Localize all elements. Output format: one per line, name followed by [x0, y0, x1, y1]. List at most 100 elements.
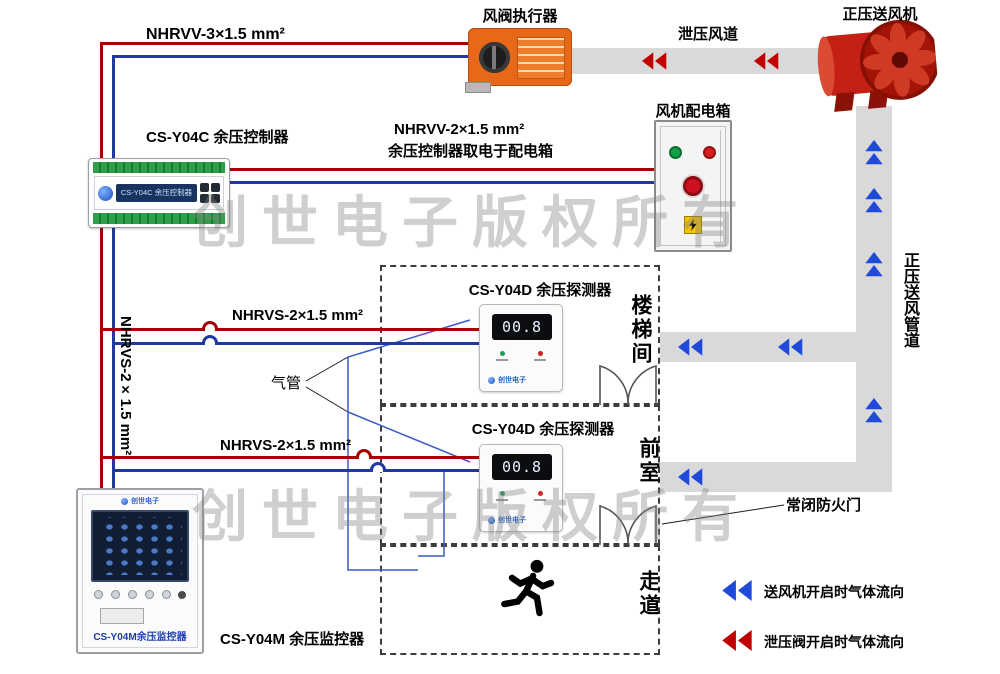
- legend-supply-arrow: [722, 580, 754, 601]
- wire-jump: [370, 462, 386, 472]
- brand-logo: 创世电子: [488, 375, 526, 385]
- pressure-detector-stairwell: 00.8 创世电子: [479, 304, 563, 392]
- legend-relief-arrow: [722, 630, 754, 651]
- supply-flow-arrow-left: [778, 338, 804, 356]
- pressure-controller-cs-y04c: CS-Y04C 余压控制器: [88, 158, 230, 228]
- wire-red-actuator-v: [100, 42, 103, 158]
- detector-leds: [496, 351, 546, 361]
- supply-duct-label: 正压送风管道: [901, 252, 918, 348]
- controller-faceplate: CS-Y04C 余压控制器: [94, 176, 224, 210]
- monitor-key-matrix: [98, 517, 182, 575]
- monitor-slot: [100, 608, 144, 624]
- indicator-green: [669, 146, 682, 159]
- legend-supply-text: 送风机开启时气体流向: [764, 584, 904, 600]
- door-symbol-frontroom: [599, 504, 657, 546]
- monitor-buttons: [94, 590, 171, 599]
- room-label-corridor: 走道: [637, 570, 660, 618]
- warning-sticker: [684, 216, 702, 234]
- actuator-knob-icon: [479, 42, 510, 73]
- emergency-stop-button: [683, 176, 703, 196]
- detector-display: 00.8: [492, 454, 552, 480]
- relief-flow-arrow: [642, 52, 668, 70]
- power-box-title: 风机配电箱: [655, 103, 731, 120]
- cable-label-riser: NHRVS-2×1.5 mm²: [117, 316, 134, 456]
- wire-red-detector1: [100, 328, 479, 331]
- supply-flow-arrow-down: [861, 188, 887, 214]
- fan-power-box: [654, 120, 732, 252]
- detector2-title: CS-Y04D 余压探测器: [471, 421, 615, 438]
- legend-relief-text: 泄压阀开启时气体流向: [764, 634, 904, 650]
- brand-logo: 创世电子: [78, 496, 202, 506]
- wire-jump: [202, 335, 218, 345]
- terminal-strip-top: [93, 162, 225, 173]
- wire-red-power: [230, 168, 654, 171]
- wire-jump: [202, 321, 218, 331]
- supply-flow-arrow-left: [678, 468, 704, 486]
- fan-title: 正压送风机: [842, 6, 918, 23]
- actuator-bracket: [465, 82, 491, 93]
- indicator-red: [703, 146, 716, 159]
- monitor-screen: [91, 510, 189, 582]
- terminal-strip-bottom: [93, 213, 225, 224]
- supply-fan: [817, 19, 940, 112]
- relief-duct: [566, 48, 858, 74]
- running-person-icon: [501, 559, 555, 617]
- controller-lcd: CS-Y04C 余压控制器: [116, 184, 197, 202]
- brand-logo-icon: [121, 497, 128, 505]
- damper-actuator: [465, 28, 572, 93]
- room-box-corridor: [380, 545, 660, 655]
- air-tube-label: 气管: [271, 375, 302, 392]
- fire-door-label: 常闭防火门: [786, 497, 862, 514]
- pressure-detector-frontroom: 00.8 创世电子: [479, 444, 563, 532]
- wire-blue-actuator-h: [112, 55, 472, 58]
- supply-flow-arrow-down: [861, 398, 887, 424]
- brand-logo-icon: [98, 185, 113, 201]
- wire-blue-riser: [112, 228, 115, 488]
- wire-blue-detector1: [112, 342, 479, 345]
- wire-blue-power: [230, 181, 654, 184]
- detector-leds: [496, 491, 546, 501]
- wire-jump: [356, 449, 372, 459]
- monitor-faceplate-label: CS-Y04M余压监控器: [93, 632, 187, 643]
- led-red-icon: [537, 491, 543, 496]
- cable-label-detector1: NHRVS-2×1.5 mm²: [232, 307, 364, 324]
- led-red-icon: [537, 351, 543, 356]
- supply-flow-arrow-down: [861, 140, 887, 166]
- door-symbol-stairwell: [599, 364, 657, 406]
- relief-duct-label: 泄压风道: [678, 26, 739, 43]
- actuator-nameplate: [517, 37, 565, 79]
- led-green-icon: [499, 351, 505, 356]
- room-box-stairwell: [380, 265, 660, 405]
- supply-flow-arrow-down: [861, 252, 887, 278]
- keyhole-icon: [178, 591, 186, 599]
- wire-red-detector2: [100, 456, 479, 459]
- room-box-frontroom: [380, 405, 660, 545]
- supply-flow-arrow-left: [678, 338, 704, 356]
- wire-red-actuator-h: [100, 42, 472, 45]
- cable-label-power-2: 余压控制器取电于配电箱: [388, 143, 554, 160]
- cable-label-power-1: NHRVV-2×1.5 mm²: [394, 121, 525, 138]
- lightning-icon: [689, 219, 697, 231]
- controller-buttons: [200, 183, 220, 203]
- room-label-frontroom: 前室: [637, 437, 660, 485]
- brand-logo: 创世电子: [488, 515, 526, 525]
- detector-display: 00.8: [492, 314, 552, 340]
- led-green-icon: [499, 491, 505, 496]
- relief-flow-arrow: [754, 52, 780, 70]
- room-label-stairwell: 楼梯间: [629, 294, 652, 366]
- supply-duct-riser: [856, 106, 892, 492]
- wire-blue-detector2: [112, 469, 479, 472]
- cable-label-detector2: NHRVS-2×1.5 mm²: [220, 437, 352, 454]
- pressure-monitor-cs-y04m: 创世电子 CS-Y04M余压监控器: [76, 488, 204, 654]
- brand-logo-icon: [488, 516, 495, 524]
- brand-logo-icon: [488, 376, 495, 384]
- actuator-title: 风阀执行器: [482, 8, 558, 25]
- controller-title: CS-Y04C 余压控制器: [146, 129, 289, 146]
- wire-red-riser: [100, 228, 103, 488]
- fan-blades-icon: [863, 23, 937, 97]
- wire-blue-actuator-v: [112, 55, 115, 158]
- cable-label-actuator: NHRVV-3×1.5 mm²: [146, 26, 285, 43]
- monitor-title: CS-Y04M 余压监控器: [220, 631, 365, 648]
